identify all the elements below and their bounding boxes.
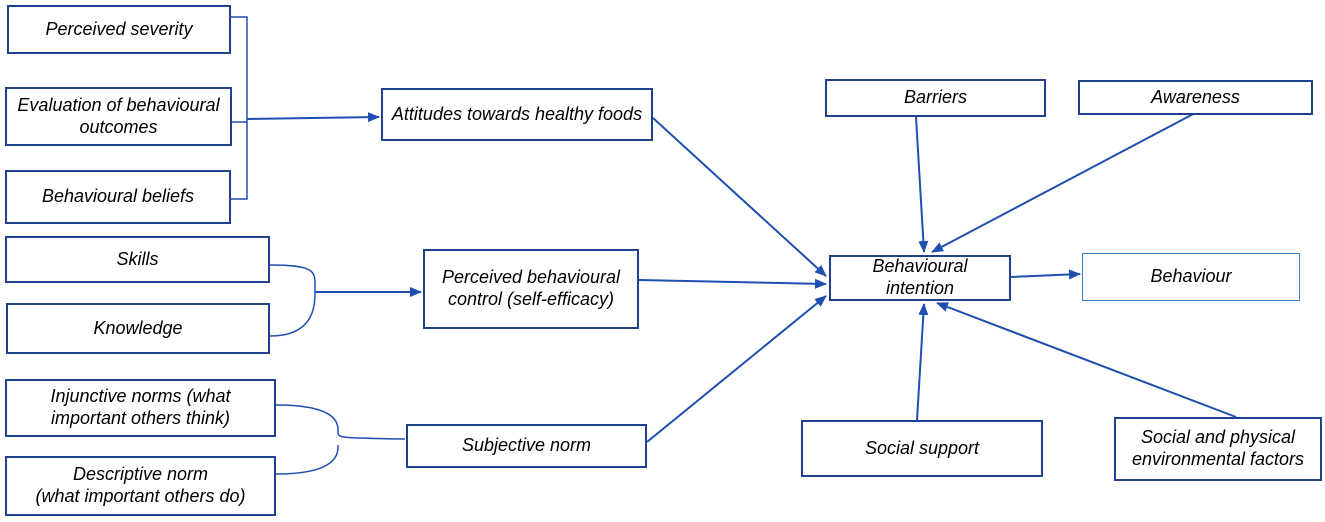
beliefs-to-attitudes-arrow — [246, 112, 380, 123]
subjective-norm-box: Subjective norm — [406, 424, 647, 468]
perceived-control-box: Perceived behavioural control (self-effi… — [423, 249, 639, 329]
behavioural-beliefs-box: Behavioural beliefs — [5, 170, 231, 224]
attitudes-to-intention-arrow — [652, 117, 827, 277]
knowledge-box: Knowledge — [6, 303, 270, 354]
beliefs-bracket — [231, 16, 248, 200]
intention-to-behaviour-arrow — [1010, 269, 1081, 280]
social-physical-to-intention-arrow — [936, 302, 1237, 418]
control-bracket — [269, 264, 316, 337]
skills-box: Skills — [5, 236, 270, 283]
behaviour-box: Behaviour — [1082, 253, 1300, 301]
norms-bracket — [275, 404, 406, 475]
awareness-to-intention-arrow — [931, 111, 1198, 253]
social-support-box: Social support — [801, 420, 1043, 477]
social-physical-box: Social and physical environmental factor… — [1114, 417, 1322, 481]
injunctive-norms-box: Injunctive norms (what important others … — [5, 379, 276, 437]
subjective-norm-to-intention-arrow — [646, 295, 827, 443]
control-to-intention-arrow — [638, 278, 827, 289]
connector-group — [231, 16, 1237, 475]
behavioural-intention-box: Behavioural intention — [829, 255, 1011, 301]
evaluation-outcomes-box: Evaluation of behavioural outcomes — [5, 87, 232, 146]
barriers-box: Barriers — [825, 79, 1046, 117]
descriptive-norm-box: Descriptive norm (what important others … — [5, 456, 276, 516]
perceived-severity-box: Perceived severity — [7, 5, 231, 54]
barriers-to-intention-arrow — [915, 116, 929, 253]
attitudes-box: Attitudes towards healthy foods — [381, 88, 653, 141]
awareness-box: Awareness — [1078, 80, 1313, 115]
social-support-to-intention-arrow — [916, 303, 929, 421]
